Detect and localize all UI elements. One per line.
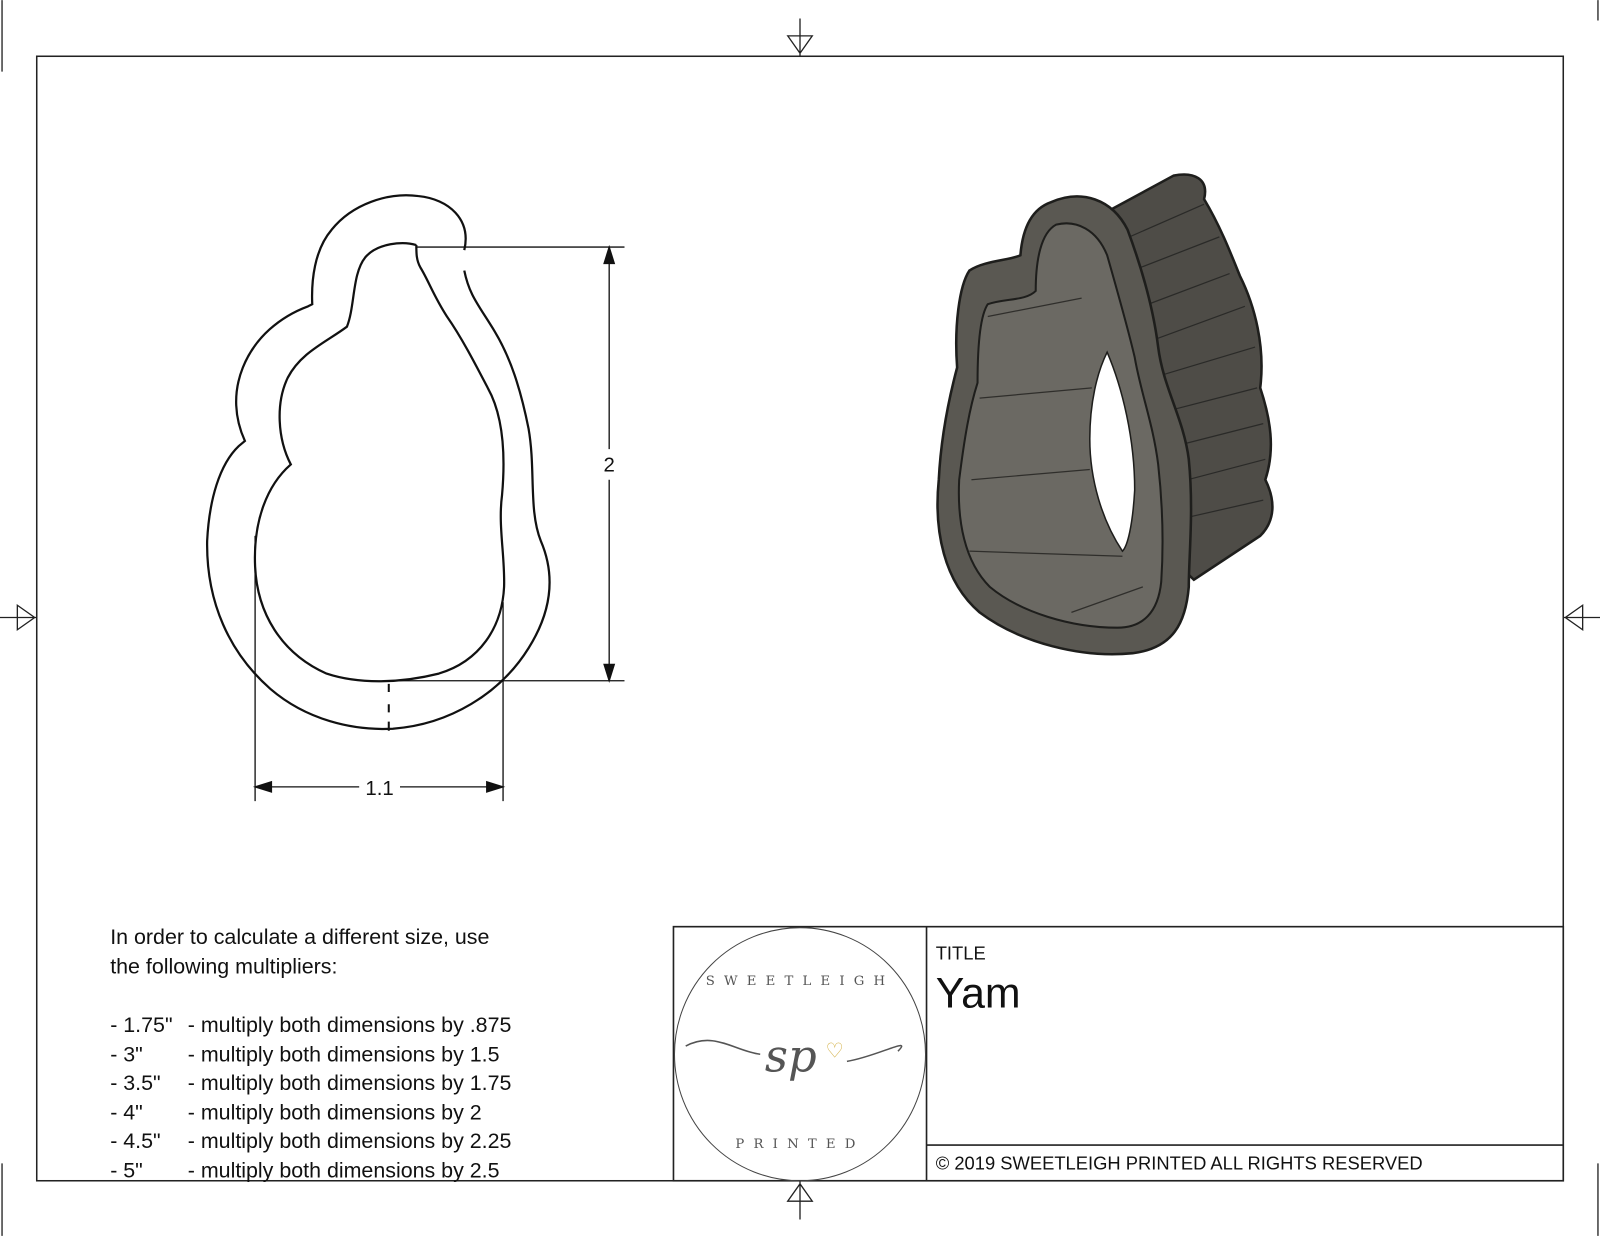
- multiplier-text: - multiply both dimensions by 1.75: [188, 1071, 512, 1095]
- multiplier-text: - multiply both dimensions by 2.25: [188, 1129, 512, 1153]
- instructions-line-2: the following multipliers:: [110, 955, 337, 979]
- title-block: [672, 925, 1565, 1182]
- multiplier-row: - 4" - multiply both dimensions by 2: [110, 1101, 481, 1125]
- multiplier-text: - multiply both dimensions by 2: [188, 1101, 482, 1125]
- dimension-width-label: 1.1: [365, 778, 393, 800]
- multiplier-size: - 3.5": [110, 1071, 160, 1095]
- dimension-height: [387, 244, 625, 683]
- multiplier-row: - 3" - multiply both dimensions by 1.5: [110, 1042, 499, 1066]
- multiplier-text: - multiply both dimensions by .875: [188, 1013, 512, 1037]
- cutter-3d-render: [936, 173, 1274, 656]
- drawing-title: Yam: [936, 969, 1021, 1017]
- size-instructions: In order to calculate a different size, …: [110, 925, 511, 1183]
- multiplier-row: - 3.5" - multiply both dimensions by 1.7…: [110, 1071, 511, 1095]
- multiplier-size: - 1.75": [110, 1013, 172, 1037]
- multiplier-size: - 5": [110, 1159, 143, 1183]
- multiplier-text: - multiply both dimensions by 2.5: [188, 1159, 500, 1183]
- multiplier-row: - 1.75" - multiply both dimensions by .8…: [110, 1013, 511, 1037]
- multiplier-row: - 4.5" - multiply both dimensions by 2.2…: [110, 1129, 511, 1153]
- heart-icon: ♡: [826, 1040, 844, 1062]
- multiplier-row: - 5" - multiply both dimensions by 2.5: [110, 1159, 499, 1183]
- company-logo: sp ♡ SWEETLEIGH PRINTED: [673, 927, 927, 1182]
- logo-monogram: sp: [765, 1030, 817, 1083]
- outer-outline: [206, 194, 551, 731]
- multiplier-size: - 4": [110, 1101, 143, 1125]
- yam-outline-view: [206, 194, 551, 731]
- logo-top-text: SWEETLEIGH: [706, 974, 895, 989]
- copyright-notice: © 2019 SWEETLEIGH PRINTED ALL RIGHTS RES…: [936, 1153, 1423, 1174]
- cutter-opening: [1089, 350, 1136, 553]
- multiplier-text: - multiply both dimensions by 1.5: [188, 1042, 500, 1066]
- multiplier-size: - 3": [110, 1042, 143, 1066]
- logo-bottom-text: PRINTED: [735, 1137, 864, 1152]
- instructions-line-1: In order to calculate a different size, …: [110, 925, 489, 949]
- dimension-height-label: 2: [604, 455, 615, 477]
- multiplier-size: - 4.5": [110, 1129, 160, 1153]
- logo-swash: [685, 1039, 903, 1063]
- title-label: TITLE: [936, 942, 986, 963]
- inner-outline: [253, 242, 506, 683]
- dimension-width: [252, 535, 506, 802]
